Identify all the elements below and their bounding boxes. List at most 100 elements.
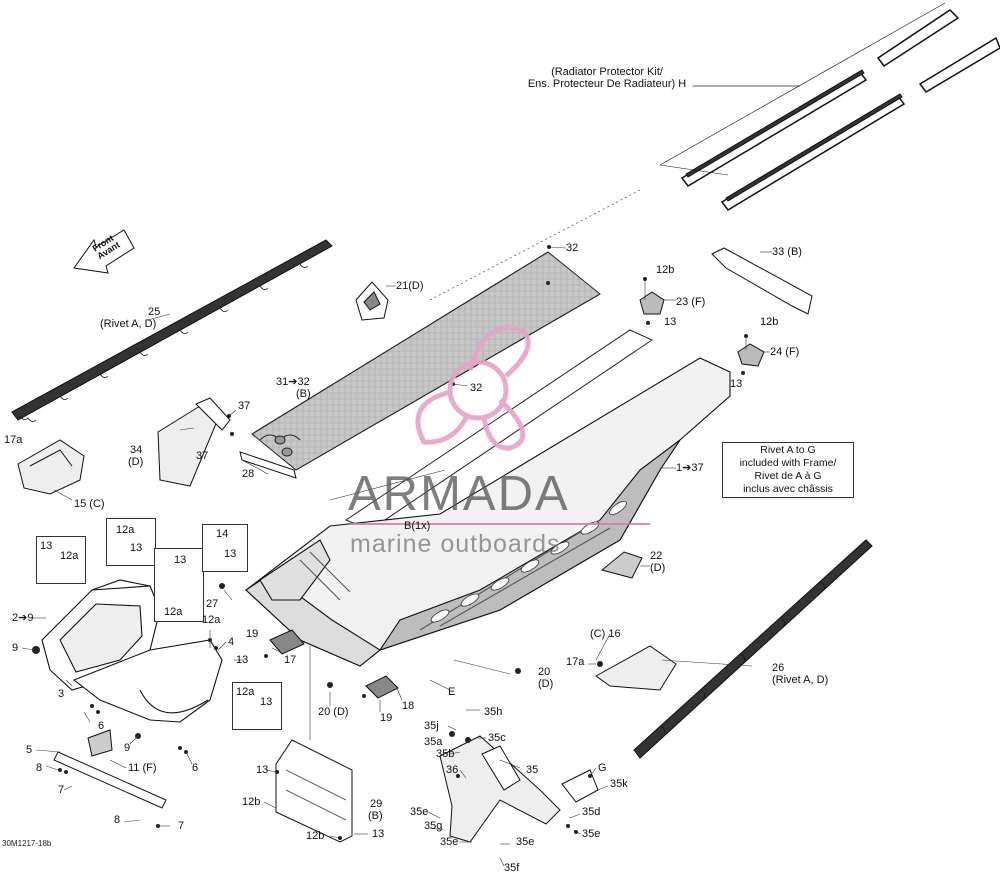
drawing-code: 30M1217-18b: [2, 839, 52, 848]
label-6-b: 6: [192, 762, 199, 774]
bracket-21: [355, 281, 389, 321]
kit-note: (Radiator Protector Kit/ Ens. Protecteur…: [522, 66, 692, 90]
watermark-subtitle: marine outboards: [350, 530, 561, 558]
label-23: 23 (F): [676, 296, 706, 308]
guard-15: [17, 439, 85, 495]
bracket-33: [711, 247, 813, 315]
callout-box-1: [36, 536, 86, 584]
label-31-32-note: (B): [296, 388, 311, 400]
box4-line2: 13: [224, 548, 237, 560]
label-13-2: 13: [730, 378, 743, 390]
label-34: 34: [130, 444, 143, 456]
label-12b-3: 12b: [242, 796, 261, 808]
label-26: 26: [772, 662, 785, 674]
label-28: 28: [242, 468, 255, 480]
rivet-note-line3: Rivet de A à G: [754, 470, 822, 482]
label-31-32: 31➔32: [276, 376, 310, 388]
label-13-1: 13: [664, 316, 677, 328]
box5-line1: 12a: [236, 686, 255, 698]
label-27: 27: [206, 598, 219, 610]
label-22-note: (D): [650, 562, 666, 574]
label-21: 21(D): [396, 280, 424, 292]
label-33: 33 (B): [772, 246, 802, 258]
frame-tunnel: [245, 357, 731, 667]
bracket-34: [157, 397, 231, 487]
label-35b: 35b: [436, 748, 455, 760]
label-35a: 35a: [424, 736, 443, 748]
bracket-28: [239, 451, 297, 479]
front-arrow: [73, 229, 135, 274]
label-8-b: 8: [114, 814, 121, 826]
label-18: 18: [402, 700, 415, 712]
box3-line2: 12a: [164, 606, 183, 618]
label-35e-3: 35e: [440, 836, 459, 848]
watermark-underline: [350, 523, 650, 525]
label-9-a: 9: [12, 642, 19, 654]
callout-box-2: [106, 518, 156, 566]
label-35c: 35c: [488, 732, 506, 744]
rivet-note-line4: inclus avec châssis: [743, 483, 833, 495]
label-11: 11 (F): [128, 762, 157, 774]
heat-exchanger-31: [251, 251, 601, 471]
rivet-note: Rivet A to G included with Frame/ Rivet …: [722, 444, 854, 496]
label-35d: 35d: [582, 806, 601, 818]
label-26-note: (Rivet A, D): [772, 674, 829, 686]
label-20-a: 20: [538, 666, 551, 678]
label-12b-4: 12b: [306, 830, 325, 842]
label-2-9: 2➔9: [12, 612, 34, 624]
label-20-a-note: (D): [538, 678, 554, 690]
label-35e-2: 35e: [582, 828, 601, 840]
radiator-29: [275, 646, 353, 843]
label-22: 22: [650, 550, 663, 562]
label-32-b: 32: [470, 382, 483, 394]
front-bumper: [72, 639, 223, 723]
box3-line1: 13: [174, 554, 187, 566]
label-19-b: 19: [380, 712, 393, 724]
label-12a-1: 12a: [202, 614, 221, 626]
label-13-3: 13: [236, 654, 249, 666]
label-35e-1: 35e: [410, 806, 429, 818]
label-32-a: 32: [566, 242, 579, 254]
kit-note-line1: (Radiator Protector Kit/: [551, 66, 663, 78]
label-24: 24 (F): [770, 346, 800, 358]
label-12b-1: 12b: [656, 264, 675, 276]
label-35j: 35j: [424, 720, 439, 732]
label-4: 4: [228, 636, 235, 648]
label-35: 35: [526, 764, 539, 776]
box1-line1: 13: [40, 540, 53, 552]
label-b1x: B(1x): [404, 520, 431, 532]
callout-box-5: [232, 682, 282, 730]
label-8-a: 8: [36, 762, 43, 774]
label-17a-2: 17a: [566, 656, 585, 668]
label-e: E: [448, 686, 456, 698]
rail-25: [11, 239, 333, 422]
callout-box-4: [202, 524, 248, 572]
label-35g: 35g: [424, 820, 443, 832]
bracket-24: [737, 343, 765, 367]
bracket-23: [639, 291, 665, 315]
rivet-note-line1: Rivet A to G: [760, 444, 816, 456]
box2-line2: 13: [130, 542, 143, 554]
rivet-note-box: [722, 442, 854, 498]
label-17: 17: [284, 654, 297, 666]
pad-17: [269, 629, 305, 655]
label-20-d: 20 (D): [318, 706, 349, 718]
label-7-b: 7: [178, 820, 185, 832]
label-35h: 35h: [484, 706, 503, 718]
label-13-5: 13: [372, 828, 385, 840]
label-36: 36: [446, 764, 459, 776]
kit-note-line2: Ens. Protecteur De Radiateur) H: [527, 78, 687, 90]
bracket-35: [439, 735, 599, 843]
label-9-b: 9: [124, 742, 131, 754]
label-16: (C) 16: [590, 628, 621, 640]
label-25-note: (Rivet A, D): [100, 318, 157, 330]
radiator-protector-strips: [659, 2, 1000, 211]
label-17a-1: 17a: [4, 434, 23, 446]
callout-box-3: [154, 548, 204, 622]
label-25: 25: [148, 306, 161, 318]
label-12b-2: 12b: [760, 316, 779, 328]
label-35e-4: 35e: [516, 836, 535, 848]
label-3: 3: [58, 688, 65, 700]
